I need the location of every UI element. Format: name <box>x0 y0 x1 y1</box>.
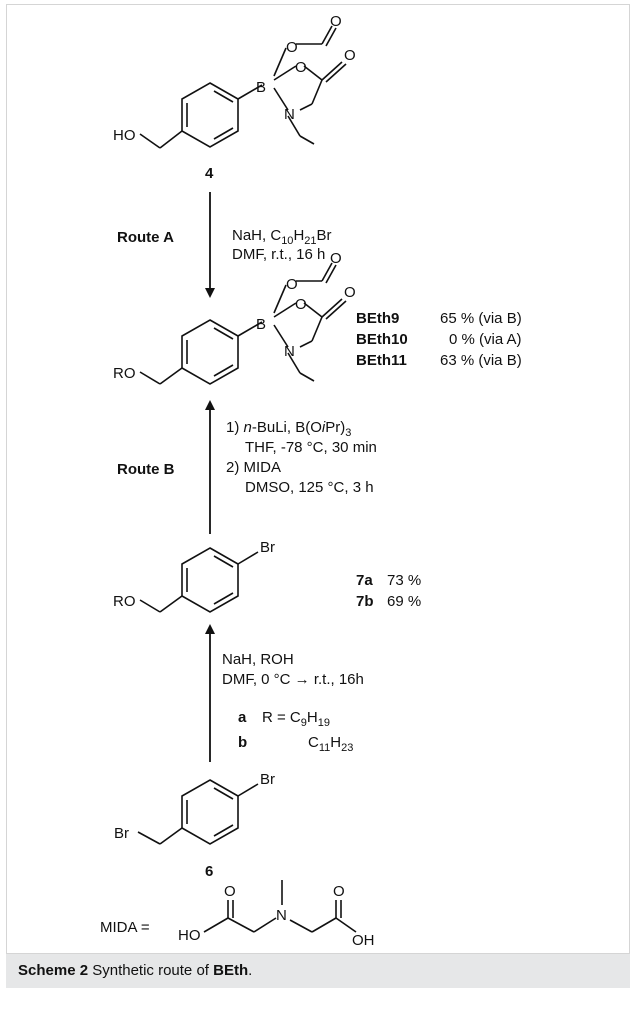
compound-6-structure: Br Br 6 <box>114 771 275 880</box>
7a-name: 7a <box>356 572 373 589</box>
beth10-name: BEth10 <box>356 331 408 348</box>
product-boron-atom: B <box>256 316 266 333</box>
compound-7-structure: Br RO <box>113 539 275 613</box>
c4-oxygen-atom-4: O <box>344 47 356 64</box>
product-oxygen-atom-4: O <box>344 284 356 301</box>
route-a-label: Route A <box>117 229 174 246</box>
7b-yield: 69 % <box>387 593 421 610</box>
mida-prefix: MIDA = <box>100 919 150 936</box>
etherification-reagents: NaH, ROH <box>222 651 294 668</box>
option-b-key: b <box>238 734 247 751</box>
product-nitrogen-atom: N <box>284 343 295 360</box>
compound-7-yields: 7a 73 % 7b 69 % <box>356 572 421 610</box>
product-oxygen-atom-1: O <box>286 276 298 293</box>
c4-boron-atom: B <box>256 79 266 96</box>
mida-nitrogen: N <box>276 907 287 924</box>
beth10-yield: 0 % (via A) <box>449 331 522 348</box>
mida-oh-label: OH <box>352 932 375 949</box>
c7-bromine-atom: Br <box>260 539 275 556</box>
c4-oxygen-atom-1: O <box>286 39 298 56</box>
mida-oxygen-1: O <box>224 883 236 900</box>
caption-text: Synthetic route of <box>92 962 209 979</box>
product-oxygen-atom-2: O <box>295 296 307 313</box>
route-b-step2: 2) MIDA <box>226 459 281 476</box>
beth9-name: BEth9 <box>356 310 399 327</box>
compound-4-structure: B O O O O N HO 4 <box>113 13 356 182</box>
option-a-formula: R = C9H19 <box>262 709 330 729</box>
etherification-conditions: DMF, 0 °C → r.t., 16h <box>222 671 364 688</box>
caption-bold-end: BEth <box>213 962 249 979</box>
option-b-formula: C11H23 <box>308 734 353 754</box>
beth9-yield: 65 % (via B) <box>440 310 522 327</box>
beth11-name: BEth11 <box>356 352 407 369</box>
beth11-yield: 63 % (via B) <box>440 352 522 369</box>
product-ro-label: RO <box>113 365 136 382</box>
caption-label: Scheme 2 <box>18 962 89 979</box>
c4-hydroxyl-label: HO <box>113 127 136 144</box>
c4-oxygen-atom-2: O <box>295 59 307 76</box>
mida-ho-label: HO <box>178 927 201 944</box>
route-a-reagent-line1: NaH, C10H21Br <box>232 227 332 247</box>
route-b-step2-conditions: DMSO, 125 °C, 3 h <box>245 479 374 496</box>
scheme-frame <box>6 4 630 954</box>
c4-oxygen-atom-3: O <box>330 13 342 30</box>
beth-yields: BEth9 65 % (via B) BEth10 0 % (via A) BE… <box>356 310 522 369</box>
caption-period: . <box>248 962 253 979</box>
route-b-step1-conditions: THF, -78 °C, 30 min <box>245 439 377 456</box>
beth-product-structure: B O O O O N RO <box>113 250 356 385</box>
c4-nitrogen-atom: N <box>284 106 295 123</box>
7b-name: 7b <box>356 593 374 610</box>
c6-benzyl-bromine-atom: Br <box>114 825 129 842</box>
mida-definition: MIDA = HO O N O OH <box>100 880 375 949</box>
option-a-key: a <box>238 709 247 726</box>
route-b-label: Route B <box>117 461 175 478</box>
compound-4-label: 4 <box>205 165 214 182</box>
c6-aryl-bromine-atom: Br <box>260 771 275 788</box>
scheme-caption: Scheme 2 Synthetic route of BEth. <box>6 954 630 988</box>
product-oxygen-atom-3: O <box>330 250 342 267</box>
7a-yield: 73 % <box>387 572 421 589</box>
route-b-step1: 1) n-BuLi, B(OiPr)3 <box>226 419 351 439</box>
c7-ro-label: RO <box>113 593 136 610</box>
route-a-reagent-line2: DMF, r.t., 16 h <box>232 246 325 263</box>
compound-6-label: 6 <box>205 863 213 880</box>
mida-oxygen-2: O <box>333 883 345 900</box>
